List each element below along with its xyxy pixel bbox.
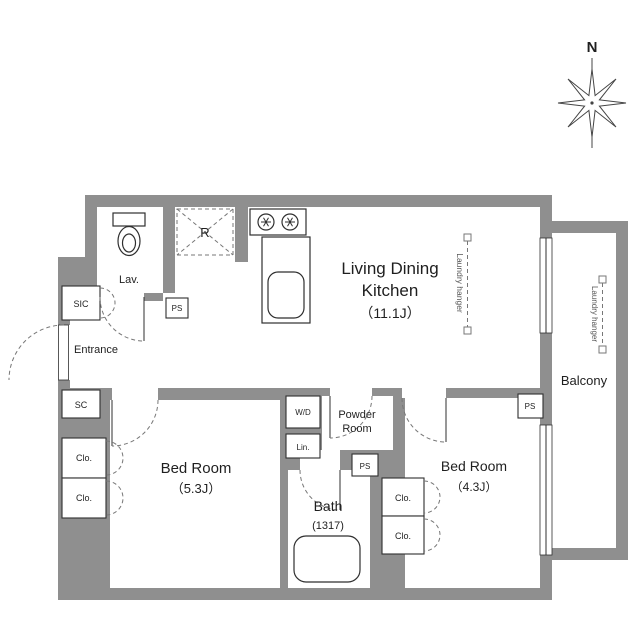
entrance-label: Entrance xyxy=(74,344,118,356)
laundry-hanger-balcony-label: Laundry hanger xyxy=(590,286,599,342)
bath-size: (1317) xyxy=(312,520,344,532)
sic-box xyxy=(61,285,101,321)
closet-right-2-label: Clo. xyxy=(395,531,411,541)
laundry-hanger-balcony-icon xyxy=(598,275,607,354)
toilet-icon xyxy=(112,212,146,257)
storage-boxes xyxy=(61,285,544,555)
closet-right-1-label: Clo. xyxy=(395,493,411,503)
laundry-hanger-ldk-icon xyxy=(463,233,472,335)
ldk-name-line2: Kitchen xyxy=(362,281,419,300)
pipe-space-top-box xyxy=(165,297,189,319)
sic-folding-door xyxy=(99,287,116,319)
sc-box xyxy=(61,389,101,419)
door-swings xyxy=(8,287,447,552)
bathtub-icon xyxy=(293,535,361,583)
closet-left-1-label: Clo. xyxy=(76,453,92,463)
room-bedroom-second xyxy=(405,398,540,588)
sc-label: SC xyxy=(75,400,88,410)
lavatory-door-stub xyxy=(144,293,163,301)
pipe-space-bath-box xyxy=(351,453,379,477)
entrance-door-leaf xyxy=(58,324,69,381)
exterior-notch xyxy=(58,195,85,257)
balcony-rail-top xyxy=(552,221,628,233)
washer-dryer-label: W/D xyxy=(295,408,311,417)
windows xyxy=(539,237,553,556)
room-balcony xyxy=(552,233,616,548)
ldk-name-line1: Living Dining xyxy=(341,259,438,278)
balcony-rail-bottom xyxy=(552,548,628,560)
washer-dryer-box xyxy=(285,395,321,429)
pipe-space-bath-label: PS xyxy=(360,462,371,471)
laundry-hanger-ldk-label: Laundry hanger xyxy=(455,253,465,313)
bath-name: Bath xyxy=(314,498,343,514)
room-ldk xyxy=(175,207,540,388)
compass-rose-icon: N xyxy=(557,39,627,148)
room-bedroom-main xyxy=(110,400,280,588)
ldk-size: （11.1J） xyxy=(359,305,420,321)
pipe-space-top-label: PS xyxy=(172,304,183,313)
sic-label: SIC xyxy=(73,299,89,309)
bedroom-second-door-opening xyxy=(402,388,446,398)
closet-left-2-box xyxy=(61,477,107,519)
pipe-space-right-label: PS xyxy=(525,402,536,411)
bedroom-main-size: （5.3J） xyxy=(171,481,222,496)
room-areas xyxy=(58,195,616,588)
kitchen-sink-icon xyxy=(267,271,305,319)
closet-right-1-door xyxy=(423,480,441,514)
closet-right-1-box xyxy=(381,477,425,517)
powder-room-label-2: Room xyxy=(342,423,371,435)
closet-right-2-box xyxy=(381,515,425,555)
closet-right-2-door xyxy=(423,518,441,552)
closet-left-2-label: Clo. xyxy=(76,493,92,503)
kitchen-fixtures xyxy=(249,208,311,324)
refrigerator-label: R xyxy=(200,225,209,240)
linen-label: Lin. xyxy=(297,443,310,452)
linen-box xyxy=(285,433,321,459)
lavatory-label: Lav. xyxy=(119,274,139,286)
powder-door-opening xyxy=(330,388,372,396)
balcony-label: Balcony xyxy=(561,373,608,388)
bedroom-second-size: （4.3J） xyxy=(451,480,498,494)
labels: Lav. R PS SIC Entrance SC Clo. Clo. Bed … xyxy=(73,225,607,541)
closet-left-1-box xyxy=(61,437,107,479)
north-label: N xyxy=(587,39,598,56)
refrigerator-space xyxy=(176,208,234,256)
bedroom-second-name: Bed Room xyxy=(441,458,507,474)
powder-room-label-1: Powder xyxy=(338,409,376,421)
room-powder xyxy=(322,396,393,450)
balcony-rail-right xyxy=(616,221,628,560)
kitchen-wall-stub xyxy=(235,207,248,262)
bedroom-main-door-opening xyxy=(112,388,158,400)
pipe-space-right-box xyxy=(517,393,544,419)
bedroom-main-name: Bed Room xyxy=(161,460,232,477)
